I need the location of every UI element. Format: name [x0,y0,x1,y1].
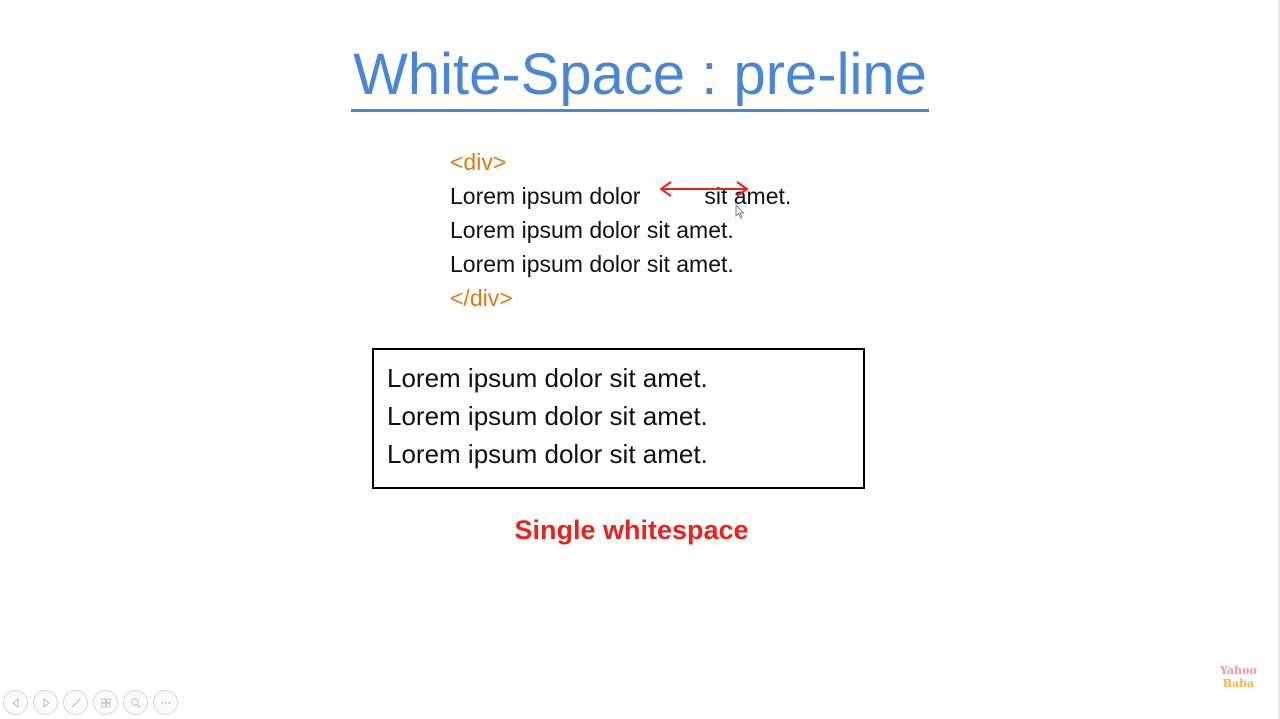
pen-icon [71,698,80,707]
logo-line-2: Baba [1222,677,1255,690]
next-slide-button[interactable] [33,690,58,715]
zoom-icon [130,697,141,708]
code-open-tag: <div> [450,149,507,175]
see-all-slides-button[interactable] [93,690,118,715]
rendered-output-box: Lorem ipsum dolor sit amet. Lorem ipsum … [372,348,865,489]
output-line: Lorem ipsum dolor sit amet. [387,401,708,431]
slide-title-text: White-Space : pre-line [351,42,929,112]
more-options-button[interactable] [153,690,178,715]
code-line: Lorem ipsum dolor sit amet. [450,251,734,277]
code-close-tag: </div> [450,285,513,311]
code-line: Lorem ipsum dolor sit amet. [450,183,792,209]
previous-slide-button[interactable] [3,690,28,715]
output-line: Lorem ipsum dolor sit amet. [387,439,708,469]
code-line: Lorem ipsum dolor sit amet. [450,217,734,243]
slide-title: White-Space : pre-line [0,40,1280,112]
mouse-pointer-icon [735,204,745,219]
zoom-button[interactable] [123,690,148,715]
logo-line-1: Yahoo [1220,664,1257,677]
next-icon [42,697,50,708]
slide-caption: Single whitespace [514,515,749,545]
pen-tool-button[interactable] [63,690,88,715]
code-example: <div> Lorem ipsum dolor sit amet. Lorem … [450,145,791,315]
more-icon [160,701,171,704]
slides-icon [101,698,110,707]
previous-icon [11,697,19,708]
output-line: Lorem ipsum dolor sit amet. [387,363,708,393]
channel-logo: Yahoo Baba [1220,664,1257,690]
slideshow-toolbar [3,690,178,716]
double-arrow-icon [659,181,749,197]
